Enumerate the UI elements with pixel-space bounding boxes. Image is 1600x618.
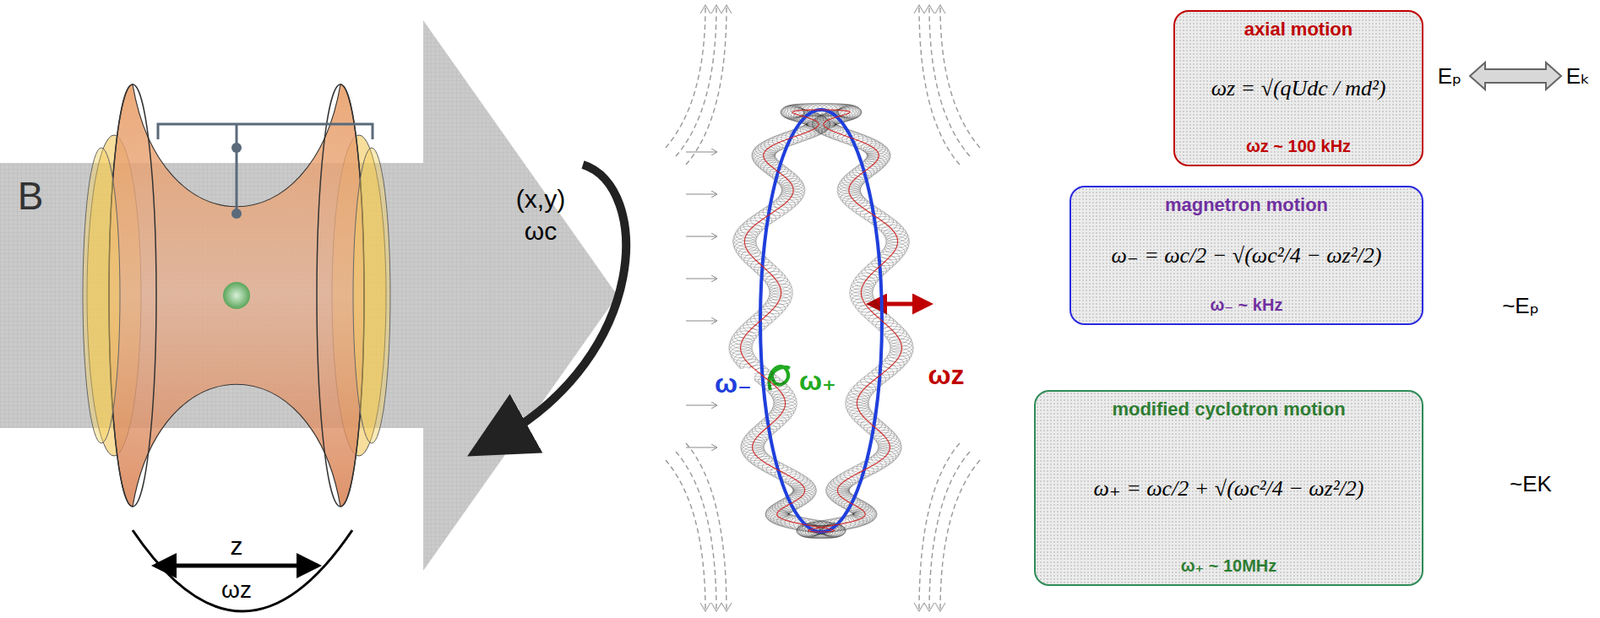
box-title: axial motion [1244,18,1353,41]
magnetron-orbit [760,109,882,533]
orbit-path [740,109,903,533]
frequency-label: ω₊ [799,366,837,397]
plane-label: (x,y) [516,185,566,213]
formula: ω₊ = ωc/2 + √(ωc²/4 − ωz²/2) [1093,475,1365,502]
energy-label: ~EK [1509,472,1552,497]
frequency-value: ω₊ ~ 10MHz [1180,555,1278,577]
energy-label: Eₚ [1437,64,1462,89]
energy-label: ~Eₚ [1502,293,1540,319]
cyclotron-motion-box: modified cyclotron motion ω₊ = ωc/2 + √(ω… [1034,390,1424,587]
magnetron-motion-box: magnetron motion ω₋ = ωc/2 − √(ωc²/4 − ωz… [1069,185,1424,326]
axial-motion-box: axial motion ωz = √(qUdc / md²) ωz ~ 100 k… [1173,10,1424,167]
frequency-label: ωz [221,577,252,605]
axis-label: z [230,532,244,561]
field-label: B [17,174,44,218]
frequency-value: ωz ~ 100 kHz [1246,136,1351,157]
formula: ω₋ = ωc/2 − √(ωc²/4 − ωz²/2) [1111,242,1383,269]
box-title: modified cyclotron motion [1111,398,1345,421]
formula: ωz = √(qUdc / md²) [1211,76,1387,102]
energy-label: Eₖ [1566,64,1590,89]
frequency-label: ωz [925,360,967,391]
frequency-label: ωc [524,217,557,245]
frequency-value: ω₋ ~ kHz [1210,294,1284,316]
box-title: magnetron motion [1164,194,1328,217]
orbit-path [729,103,914,539]
frequency-label: ω₋ [712,369,755,399]
